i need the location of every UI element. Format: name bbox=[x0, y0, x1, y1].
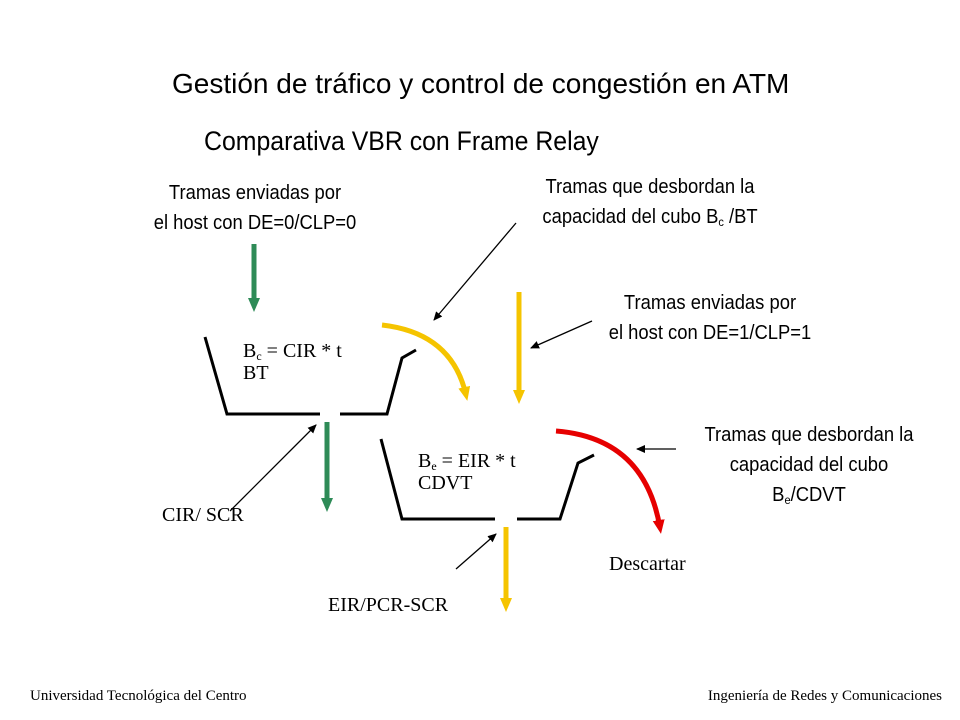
label-host-de1-line2: el host con DE=1/CLP=1 bbox=[608, 322, 812, 344]
bucket-be-line2: CDVT bbox=[418, 472, 473, 494]
label-cir-scr: CIR/ SCR bbox=[162, 504, 244, 526]
label-host-de1: Tramas enviadas por el host con DE=1/CLP… bbox=[577, 288, 844, 348]
bucket-bc-expr: = CIR * t bbox=[261, 340, 342, 362]
bucket-bc-formula-line1: Bc = CIR * t bbox=[243, 340, 342, 362]
label-overflow-be-text: B bbox=[772, 484, 785, 506]
label-host-de0-line2: el host con DE=0/CLP=0 bbox=[153, 212, 357, 234]
red-overflow-arc bbox=[555, 428, 665, 534]
label-overflow-bc-text: capacidad del cubo B bbox=[542, 206, 719, 228]
label-overflow-bc-line2: capacidad del cubo Bc /BT bbox=[507, 202, 792, 232]
footer-right: Ingeniería de Redes y Comunicaciones bbox=[707, 688, 942, 704]
pointer-cir-scr bbox=[229, 424, 317, 512]
footer-left: Universidad Tecnológica del Centro bbox=[30, 688, 247, 704]
bucket-be-sub: e bbox=[431, 459, 437, 473]
label-overflow-be-suffix: /CDVT bbox=[790, 484, 846, 506]
pointer-host-de1 bbox=[530, 320, 593, 349]
bucket-bc-formula: Bc = CIR * t BT bbox=[243, 340, 342, 384]
label-eir-pcr-scr: EIR/PCR-SCR bbox=[328, 594, 449, 616]
label-host-de1-line1: Tramas enviadas por bbox=[623, 292, 797, 314]
yellow-overflow-arc bbox=[381, 322, 471, 401]
bucket-be-var: B bbox=[418, 450, 432, 472]
bucket-be-expr: = EIR * t bbox=[436, 450, 516, 472]
page-subtitle: Comparativa VBR con Frame Relay bbox=[204, 126, 599, 156]
page-title: Gestión de tráfico y control de congesti… bbox=[172, 68, 790, 99]
label-host-de0-line1: Tramas enviadas por bbox=[168, 182, 342, 204]
label-overflow-be-line1: Tramas que desbordan la bbox=[704, 424, 914, 446]
bucket-be-formula: Be = EIR * t CDVT bbox=[418, 450, 516, 494]
bucket-be bbox=[379, 438, 595, 521]
pointer-overflow-bc bbox=[433, 222, 517, 321]
label-overflow-be: Tramas que desbordan la capacidad del cu… bbox=[676, 420, 943, 510]
bucket-bc-line2: BT bbox=[243, 362, 269, 384]
label-overflow-be-line2: capacidad del cubo bbox=[729, 454, 889, 476]
bucket-be-formula-line1: Be = EIR * t bbox=[418, 450, 516, 472]
label-overflow-bc: Tramas que desbordan la capacidad del cu… bbox=[507, 172, 792, 232]
label-overflow-bc-sub: c bbox=[718, 215, 724, 229]
label-overflow-be-line3: Be/CDVT bbox=[676, 480, 943, 510]
bucket-bc bbox=[203, 336, 417, 416]
label-overflow-be-sub: e bbox=[784, 493, 791, 507]
pointer-eir-pcr-scr bbox=[455, 533, 497, 570]
label-overflow-bc-line1: Tramas que desbordan la bbox=[545, 176, 755, 198]
label-overflow-bc-suffix: /BT bbox=[723, 206, 758, 228]
bucket-bc-var: B bbox=[243, 340, 257, 362]
bucket-bc-sub: c bbox=[256, 349, 262, 363]
label-descartar: Descartar bbox=[609, 553, 686, 575]
label-host-de0: Tramas enviadas por el host con DE=0/CLP… bbox=[122, 178, 389, 238]
